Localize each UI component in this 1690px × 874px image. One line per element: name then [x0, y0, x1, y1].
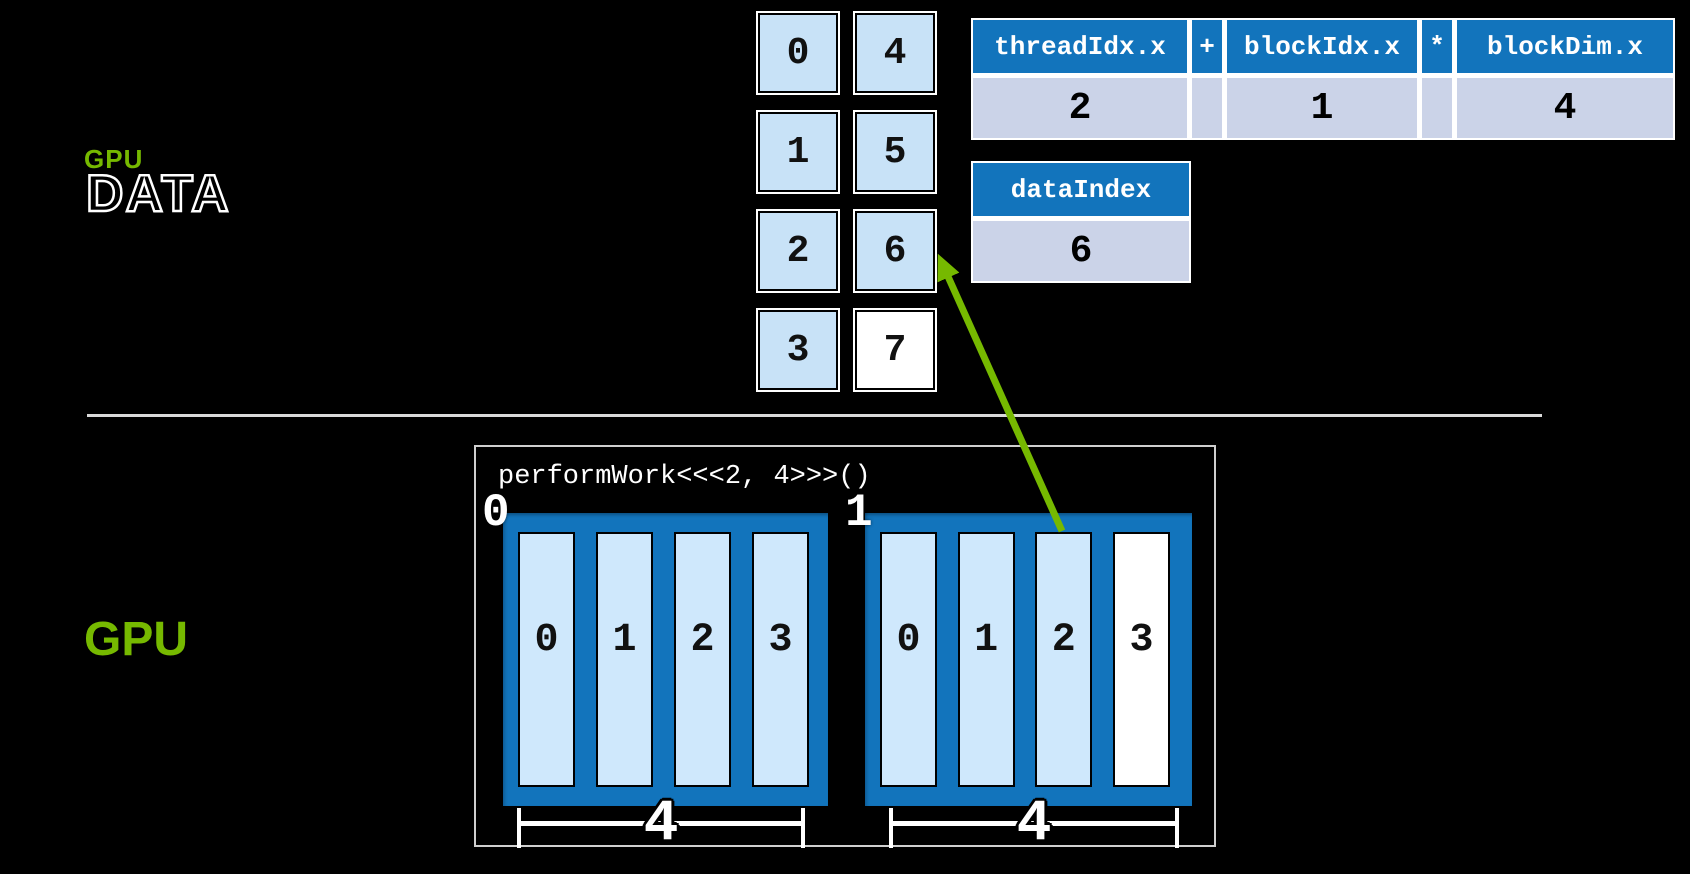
formula-table: threadIdx.x + blockIdx.x * blockDim.x 2 …: [971, 18, 1675, 140]
block-1-thread-2: 2: [1035, 532, 1093, 787]
data-cell-4: 4: [853, 11, 937, 95]
section-divider: [87, 414, 1542, 417]
data-cell-3: 3: [756, 308, 840, 392]
logo-gpu-text: GPU: [84, 144, 144, 174]
formula-value-spacer-1: [1192, 78, 1222, 138]
block-1-thread-0: 0: [880, 532, 937, 787]
bracket-tick-icon: [889, 808, 893, 848]
formula-header-blockdim: blockDim.x: [1457, 20, 1673, 73]
bracket-tick-icon: [1175, 808, 1179, 848]
block-0-thread-3: 3: [752, 532, 809, 787]
block-0-label: 0: [482, 487, 510, 539]
block-0-thread-1: 1: [596, 532, 653, 787]
kernel-call-text: performWork<<<2, 4>>>(): [498, 462, 871, 492]
block-1-size-bracket: 4: [889, 796, 1179, 854]
formula-header-plus: +: [1192, 20, 1222, 73]
formula-header-times: *: [1422, 20, 1452, 73]
data-cell-2: 2: [756, 209, 840, 293]
formula-header-blockidx: blockIdx.x: [1227, 20, 1417, 73]
bracket-tick-icon: [517, 808, 521, 848]
block-0-size-label: 4: [643, 792, 679, 857]
block-1-label: 1: [845, 487, 873, 539]
bracket-line: [519, 821, 803, 826]
data-index-header: dataIndex: [973, 163, 1189, 216]
formula-value-blockidx: 1: [1227, 78, 1417, 138]
data-cell-1: 1: [756, 110, 840, 194]
data-index-table: dataIndex 6: [971, 161, 1191, 283]
data-index-value: 6: [973, 221, 1189, 281]
block-1-size-label: 4: [1016, 792, 1052, 857]
bracket-line: [891, 821, 1177, 826]
formula-value-spacer-2: [1422, 78, 1452, 138]
formula-header-threadidx: threadIdx.x: [973, 20, 1187, 73]
data-cell-5: 5: [853, 110, 937, 194]
block-0-thread-2: 2: [674, 532, 731, 787]
formula-value-threadidx: 2: [973, 78, 1187, 138]
data-cell-0: 0: [756, 11, 840, 95]
block-1-thread-1: 1: [957, 532, 1015, 787]
block-1-thread-3: 3: [1112, 532, 1170, 787]
bracket-tick-icon: [801, 808, 805, 848]
gpu-section-label: GPU: [84, 613, 189, 666]
block-0-thread-0: 0: [518, 532, 575, 787]
block-0: 0 1 2 3: [503, 513, 828, 806]
block-0-size-bracket: 4: [517, 796, 805, 854]
gpu-container-box: [474, 445, 1216, 847]
formula-value-blockdim: 4: [1457, 78, 1673, 138]
block-1: 0 1 2 3: [865, 513, 1192, 806]
data-cell-7: 7: [853, 308, 937, 392]
data-cell-6: 6: [853, 209, 937, 293]
logo-data-text: DATA: [85, 165, 231, 223]
